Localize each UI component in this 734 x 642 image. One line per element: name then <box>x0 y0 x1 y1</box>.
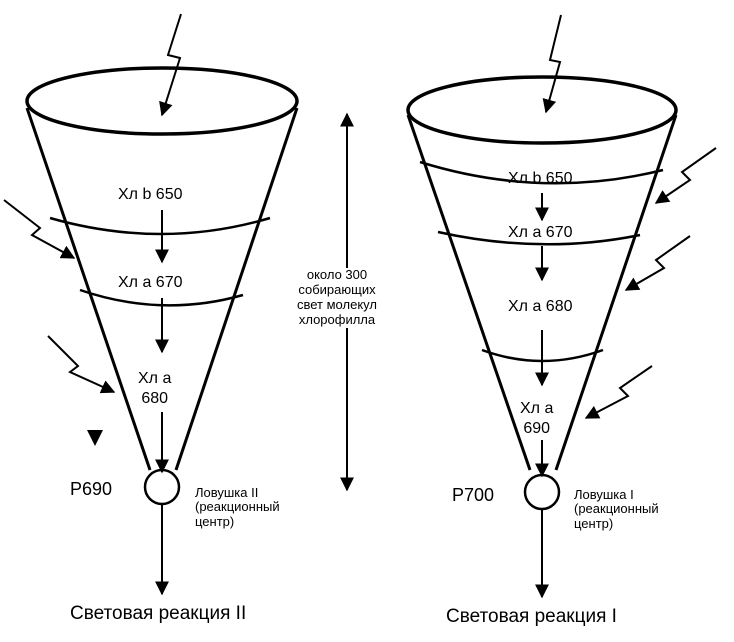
lightning-bolt-icon <box>584 365 653 419</box>
right-center-label: P700 <box>452 485 495 505</box>
right-caption: Световая реакция I <box>446 606 617 627</box>
right-band-4-label: Хл a 690 <box>520 400 554 437</box>
left-band-divider-1 <box>49 216 271 236</box>
left-funnel <box>25 66 299 506</box>
lightning-bolt-icon <box>542 14 562 114</box>
right-funnel-top-ellipse <box>406 75 678 145</box>
right-band-2-label: Хл a 670 <box>508 224 573 241</box>
right-band-1-label: Хл b 650 <box>508 170 573 187</box>
left-funnel-left-edge <box>25 107 152 471</box>
lightning-bolt-icon <box>159 13 182 117</box>
right-band-divider-1 <box>419 160 664 185</box>
left-caption: Световая реакция II <box>70 603 247 624</box>
middle-note: около 300 собирающих свет молекул хлороф… <box>297 267 377 328</box>
left-trap-label: Ловушка II (реакционный центр) <box>195 485 280 529</box>
right-trap-circle <box>523 473 561 511</box>
left-center-label: P690 <box>70 479 113 499</box>
right-band-3-label: Хл a 680 <box>508 298 573 315</box>
left-lightning-bolts <box>3 13 182 394</box>
right-band-divider-2 <box>437 230 641 246</box>
arrow-down-icon <box>87 430 103 446</box>
right-trap-label: Ловушка I (реакционный центр) <box>574 487 659 531</box>
lightning-bolt-icon <box>47 335 116 394</box>
lightning-bolt-icon <box>624 235 691 291</box>
left-funnel-right-edge <box>174 107 299 471</box>
left-band-3-label: Хл a 680 <box>138 370 172 407</box>
left-funnel-top-ellipse <box>25 66 299 136</box>
lightning-bolt-icon <box>654 147 717 204</box>
left-band-1-label: Хл b 650 <box>118 186 183 203</box>
left-band-2-label: Хл a 670 <box>118 274 183 291</box>
right-lightning-bolts <box>542 14 717 419</box>
left-trap-circle <box>143 468 181 506</box>
right-funnel-right-edge <box>554 114 678 471</box>
right-funnel-left-edge <box>406 114 532 471</box>
lightning-bolt-icon <box>3 199 76 259</box>
